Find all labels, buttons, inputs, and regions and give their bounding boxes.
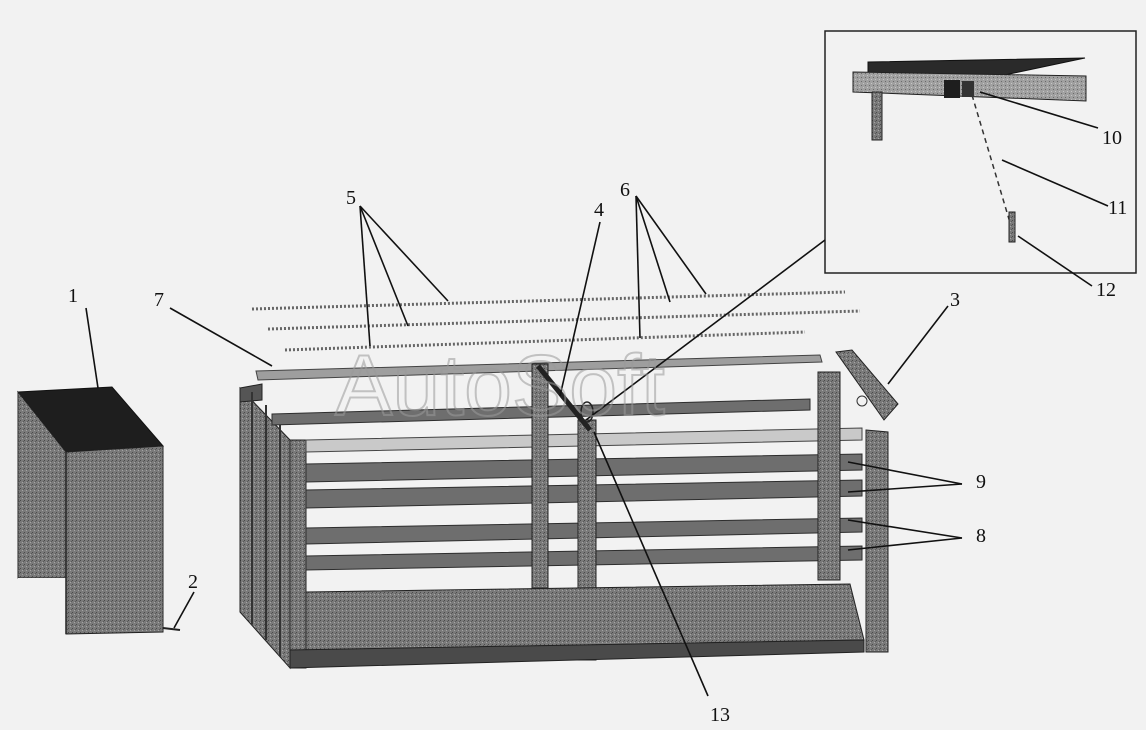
- callout-5: 5: [346, 187, 356, 209]
- part-1-box: [17, 386, 165, 635]
- leader-lines: [85, 91, 1109, 697]
- callout-7: 7: [154, 289, 164, 311]
- callout-2: 2: [188, 571, 198, 593]
- cargo-body-frame: [239, 363, 889, 670]
- part-4-strut: [536, 364, 594, 432]
- callout-12: 12: [1096, 279, 1116, 301]
- watermark-text: AutoSoft: [335, 338, 665, 434]
- callout-labels: 1 2 3 4 5 6 7 8 9 10 11 12 13: [68, 127, 1127, 726]
- callout-9: 9: [976, 471, 986, 493]
- part-3-end-cap: [835, 349, 899, 421]
- callout-4: 4: [594, 199, 604, 221]
- callout-6: 6: [620, 179, 630, 201]
- callout-3: 3: [950, 289, 960, 311]
- part-2-bolt: [162, 627, 181, 631]
- callout-11: 11: [1108, 197, 1127, 219]
- callout-13: 13: [710, 704, 730, 726]
- detail-inset: [824, 30, 1137, 274]
- callout-10: 10: [1102, 127, 1122, 149]
- callout-1: 1: [68, 285, 78, 307]
- callout-8: 8: [976, 525, 986, 547]
